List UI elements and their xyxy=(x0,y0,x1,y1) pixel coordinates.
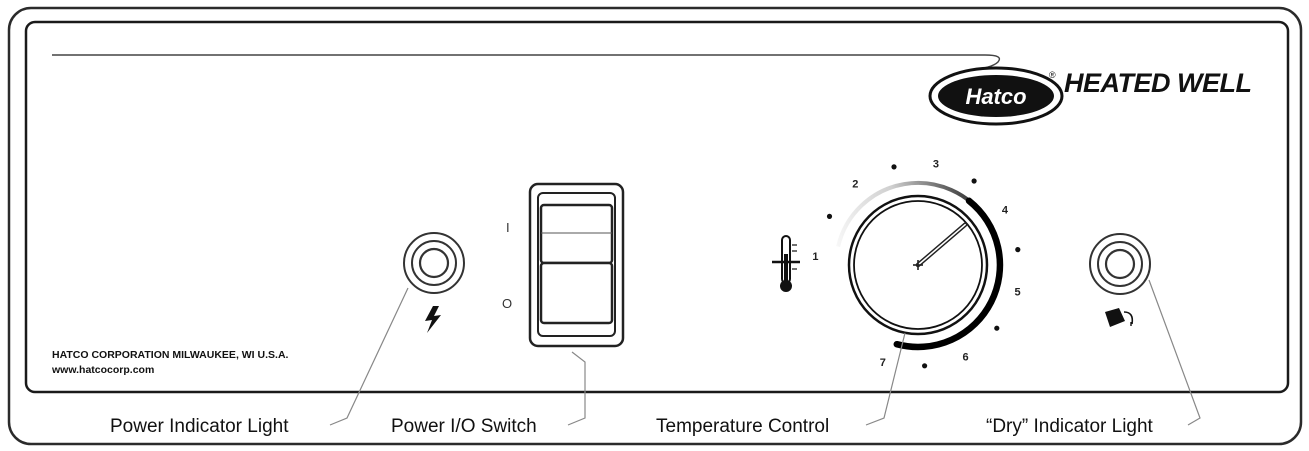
rocker-lower xyxy=(539,261,614,325)
pouring-water-icon xyxy=(1105,308,1134,327)
leader-dry-light xyxy=(1148,279,1201,426)
thermometer-icon xyxy=(772,235,800,292)
dial-dot xyxy=(971,178,977,184)
dial-number-1: 1 xyxy=(812,251,818,263)
leader-power-light xyxy=(329,287,409,426)
dial-number-6: 6 xyxy=(963,351,969,363)
callout-leader-lines xyxy=(329,279,1201,426)
label-temperature-control: Temperature Control xyxy=(656,416,829,437)
dial-number-2: 2 xyxy=(852,178,858,190)
power-indicator-light[interactable] xyxy=(403,232,465,294)
dial-dot xyxy=(922,363,928,369)
logo-text: Hatco xyxy=(965,84,1026,109)
temperature-scale-arc-high xyxy=(893,197,1004,351)
leader-power-switch xyxy=(567,351,586,426)
dial-dot xyxy=(1015,247,1021,253)
rocker-upper xyxy=(539,203,614,265)
switch-off-mark: O xyxy=(502,296,512,311)
product-name: HEATED WELL xyxy=(1064,68,1251,98)
label-dry-indicator-light: “Dry” Indicator Light xyxy=(986,416,1154,437)
dial-number-4: 4 xyxy=(1002,205,1009,217)
dial-center-mark xyxy=(913,260,923,270)
dial-pointer-highlight xyxy=(917,223,966,266)
temperature-scale-numbers: 1 2 3 4 5 6 7 xyxy=(812,159,1020,369)
company-url: www.hatcocorp.com xyxy=(51,364,154,376)
temperature-scale-dots xyxy=(826,164,1021,369)
dial-dot xyxy=(826,213,833,219)
dry-indicator-light[interactable] xyxy=(1089,233,1151,295)
dial-number-7: 7 xyxy=(880,357,886,369)
switch-on-mark: I xyxy=(506,220,510,235)
lightning-bolt-icon xyxy=(425,306,441,333)
label-power-indicator-light: Power Indicator Light xyxy=(110,416,289,437)
hatco-logo: Hatco ® xyxy=(928,66,1064,126)
company-name: HATCO CORPORATION MILWAUKEE, WI U.S.A. xyxy=(52,349,289,361)
dial-number-3: 3 xyxy=(933,159,939,171)
label-power-io-switch: Power I/O Switch xyxy=(391,416,537,437)
dial-dot xyxy=(891,164,897,170)
registered-mark: ® xyxy=(1049,70,1056,80)
outer-housing xyxy=(7,6,1303,446)
dial-number-5: 5 xyxy=(1014,287,1020,299)
power-io-switch[interactable] xyxy=(528,182,625,348)
dial-dot xyxy=(994,325,1000,331)
leader-temperature xyxy=(865,332,906,426)
